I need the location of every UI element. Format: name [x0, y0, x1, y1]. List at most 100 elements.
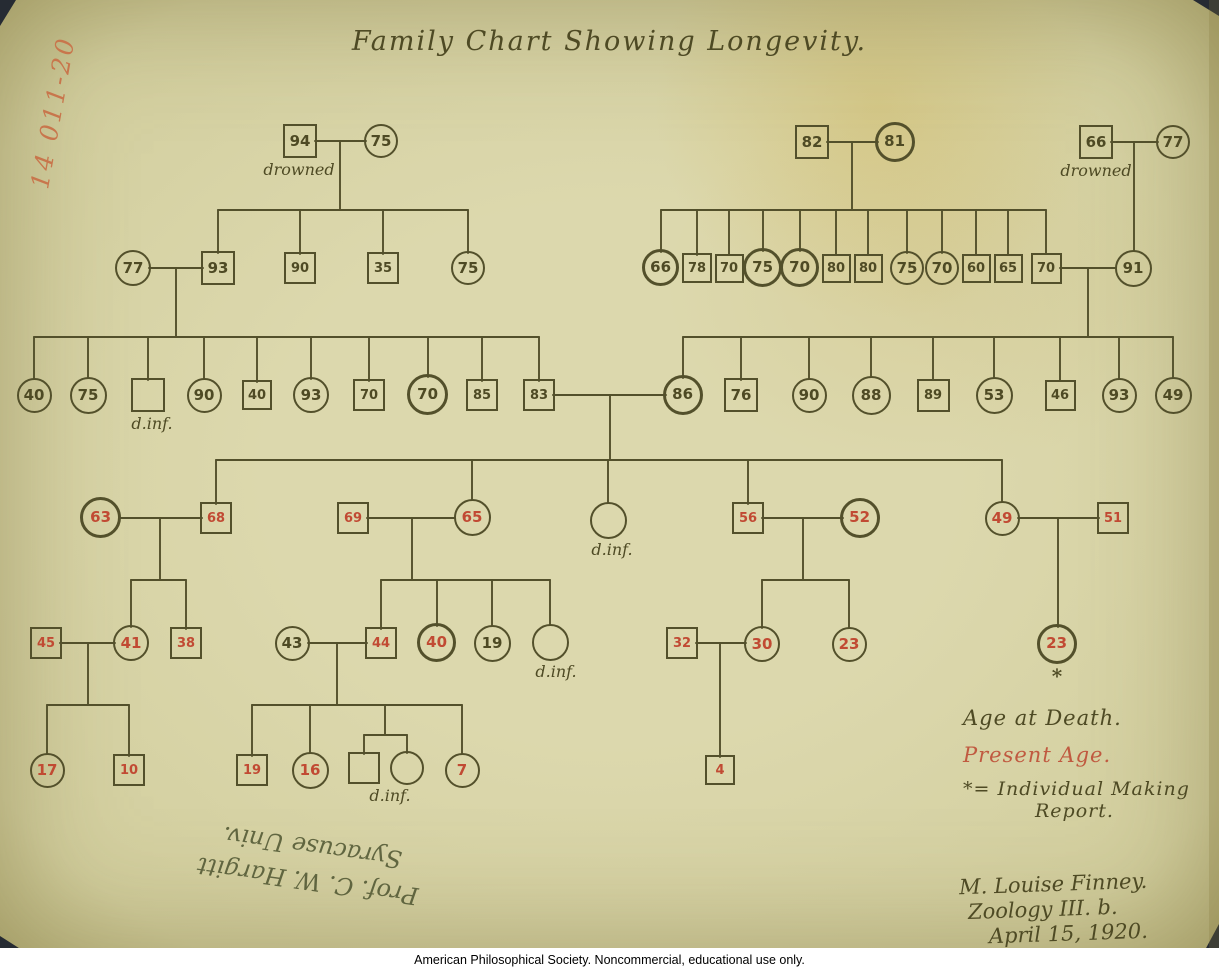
male-node-80: 80 — [821, 253, 851, 283]
male-node-69: 69 — [337, 502, 369, 534]
male-node-94: 94 — [283, 124, 317, 158]
female-node-65: 65 — [453, 498, 491, 536]
male-node-68: 68 — [200, 502, 232, 534]
male-node-56: 56 — [732, 502, 764, 534]
age-label: 70 — [417, 385, 439, 404]
age-label: 80 — [858, 260, 878, 276]
age-label: 40 — [426, 633, 448, 652]
age-label: 43 — [281, 633, 303, 652]
age-label: 38 — [176, 635, 196, 651]
age-label: 75 — [896, 258, 918, 277]
male-node-38: 38 — [170, 627, 202, 659]
age-label: 16 — [299, 760, 321, 779]
male-node-82: 82 — [795, 125, 829, 159]
female-node-41: 41 — [113, 625, 149, 661]
female-node-70: 70 — [407, 374, 449, 416]
female-node-53: 53 — [975, 376, 1013, 414]
female-node-16: 16 — [291, 751, 329, 789]
age-label: 93 — [1108, 385, 1130, 404]
age-label: 76 — [730, 385, 752, 404]
age-label: 32 — [672, 635, 692, 651]
female-node-66: 66 — [642, 249, 680, 287]
age-label: 19 — [242, 762, 262, 778]
age-label: 44 — [371, 635, 391, 651]
chart-title: Family Chart Showing Longevity. — [351, 26, 868, 57]
age-label: 46 — [1050, 387, 1070, 403]
male-node-dinf — [348, 752, 380, 784]
age-label: 60 — [966, 260, 986, 276]
male-node-66: 66 — [1079, 125, 1113, 159]
node-annotation: d.inf. — [131, 414, 173, 433]
age-label: 70 — [789, 258, 811, 277]
legend-present-age: Present Age. — [963, 743, 1112, 767]
male-node-78: 78 — [682, 253, 712, 283]
age-label: 75 — [457, 258, 479, 277]
age-label: 10 — [119, 762, 139, 778]
male-node-19: 19 — [236, 754, 268, 786]
age-label: 82 — [801, 132, 823, 151]
male-node-46: 46 — [1044, 379, 1076, 411]
age-label: 7 — [456, 760, 468, 779]
male-node-93: 93 — [201, 251, 235, 285]
female-node-88: 88 — [851, 375, 891, 415]
female-node-dinf — [390, 751, 424, 785]
age-label: 70 — [359, 387, 379, 403]
female-node-90: 90 — [791, 377, 827, 413]
age-label: 52 — [849, 508, 871, 527]
age-label: 68 — [206, 510, 226, 526]
age-label: 90 — [290, 260, 310, 276]
pedigree-connector-lines — [33, 140, 1174, 758]
age-label: 75 — [370, 131, 392, 150]
age-label: 77 — [122, 258, 144, 277]
age-label: 93 — [207, 258, 229, 277]
male-node-32: 32 — [666, 627, 698, 659]
age-label: 45 — [36, 635, 56, 651]
male-node-44: 44 — [365, 627, 397, 659]
age-label: 86 — [672, 385, 694, 404]
age-label: 70 — [719, 260, 739, 276]
female-node-19: 19 — [473, 624, 511, 662]
age-label: 49 — [1162, 385, 1184, 404]
attribution-bar: American Philosophical Society. Noncomme… — [0, 948, 1219, 972]
female-node-75: 75 — [451, 251, 485, 285]
male-node-85: 85 — [466, 379, 498, 411]
female-node-43: 43 — [274, 625, 310, 661]
male-node-80: 80 — [853, 253, 883, 283]
male-node-10: 10 — [113, 754, 145, 786]
age-label: 75 — [77, 385, 99, 404]
age-label: 49 — [991, 508, 1013, 527]
male-node-51: 51 — [1097, 502, 1129, 534]
legend-asterisk-note: *= Individual Making — [963, 778, 1190, 800]
male-node-76: 76 — [724, 378, 758, 412]
age-label: 66 — [1085, 132, 1107, 151]
male-node-45: 45 — [30, 627, 62, 659]
female-node-86: 86 — [662, 374, 703, 415]
node-annotation: drowned — [263, 160, 335, 179]
female-node-90: 90 — [186, 377, 222, 413]
male-node-83: 83 — [523, 379, 555, 411]
age-label: 41 — [120, 633, 142, 652]
age-label: 40 — [247, 387, 267, 403]
node-annotation: drowned — [1060, 161, 1132, 180]
age-label: 78 — [687, 260, 707, 276]
female-node-dinf — [589, 501, 627, 539]
male-node-dinf — [131, 378, 165, 412]
scan-edge-shadow — [1209, 0, 1219, 950]
female-node-40: 40 — [16, 377, 52, 413]
legend-asterisk-note-line2: Report. — [1035, 800, 1114, 822]
female-node-70: 70 — [925, 251, 959, 285]
age-label: 80 — [826, 260, 846, 276]
female-node-49: 49 — [1154, 376, 1192, 414]
age-label: 75 — [752, 258, 774, 277]
female-node-93: 93 — [1101, 377, 1137, 413]
age-label: 89 — [923, 387, 943, 403]
male-node-70: 70 — [1030, 252, 1062, 284]
age-label: 17 — [36, 760, 58, 779]
male-node-60: 60 — [961, 253, 991, 283]
male-node-70: 70 — [353, 379, 385, 411]
attribution-text: American Philosophical Society. Noncomme… — [414, 953, 805, 967]
female-node-75: 75 — [743, 248, 783, 288]
age-label: 65 — [998, 260, 1018, 276]
age-label: 90 — [193, 385, 215, 404]
